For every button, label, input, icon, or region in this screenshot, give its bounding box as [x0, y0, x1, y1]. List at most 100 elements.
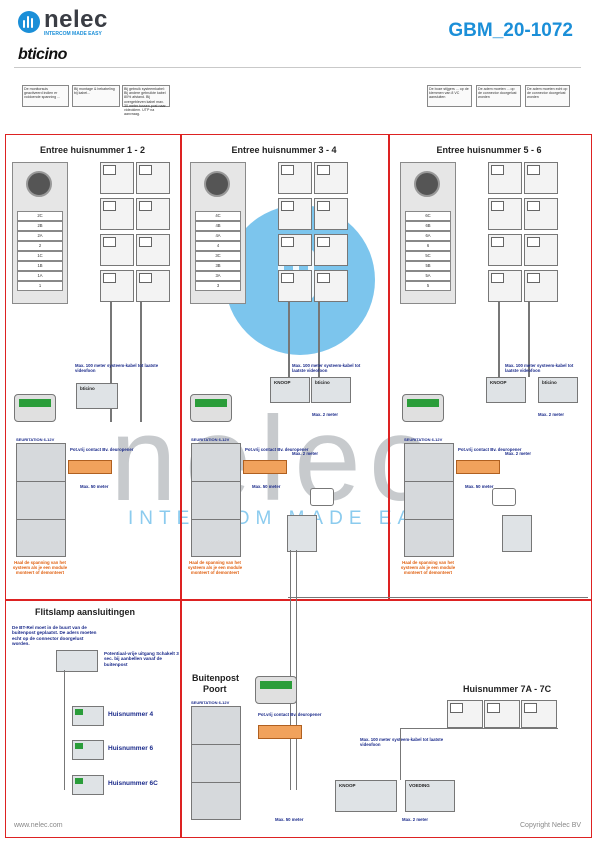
bus-wire: [400, 728, 401, 780]
call-button[interactable]: 1A: [17, 271, 63, 281]
relay-label: Pot.vrij contact Bv. deuropener: [245, 447, 309, 452]
header-divider: [14, 67, 581, 68]
entrance-panel-3: 6C 6B 6A 6 5C 5B 5A 5: [400, 162, 456, 304]
videophone: [136, 270, 170, 302]
call-button[interactable]: 1C: [17, 251, 63, 261]
call-button[interactable]: 6A: [405, 231, 451, 241]
entrance-panel-1: 2C 2B 2A 2 1C 1B 1A 1: [12, 162, 68, 304]
monitor-grid-2: [278, 162, 350, 302]
call-button[interactable]: 3C: [195, 251, 241, 261]
relay-block: [243, 460, 287, 474]
call-button[interactable]: 1B: [17, 261, 63, 271]
module-box: bticino: [76, 383, 118, 409]
voeding-module: VOEDING: [405, 780, 455, 812]
monitor-grid-1: [100, 162, 172, 302]
videophone: [314, 234, 348, 266]
call-button[interactable]: 2C: [17, 211, 63, 221]
call-button[interactable]: 6C: [405, 211, 451, 221]
note-3: Bij gebruik systeemkabel: Bij andere geb…: [122, 85, 170, 116]
videophone: [278, 162, 312, 194]
videophone: [521, 700, 557, 728]
power-supply: [404, 443, 454, 557]
cable-note: Max. 100 meter systeem-kabel tot laatste…: [505, 363, 574, 373]
section-title-buitenpost: Buitenpost: [192, 673, 239, 683]
speaker-icon: [414, 171, 440, 197]
knoop-module: KNOOP: [486, 377, 526, 403]
panel-entree-2: [180, 134, 390, 601]
videophone: [488, 234, 522, 266]
distance-label: Max. 2 meter: [402, 817, 429, 822]
call-button[interactable]: 2: [17, 241, 63, 251]
nelec-logo-icon: [18, 11, 40, 33]
speaker-icon: [204, 171, 230, 197]
panel-entree-1: [5, 134, 182, 601]
footer-copyright: Copyright Nelec BV: [520, 822, 582, 829]
flash-module: [287, 515, 317, 552]
note-5: De adem moeten ... op de connector doorg…: [476, 85, 521, 107]
call-button[interactable]: 4C: [195, 211, 241, 221]
note-1: De monitorsuis geactiveerd indien er vol…: [22, 85, 69, 107]
videophone: [524, 162, 558, 194]
panel-flitslamp: [5, 599, 182, 838]
relay-label: Pot.vrij contact Bv. deuropener: [70, 447, 134, 452]
bus-wire: [110, 302, 112, 422]
monitor-grid-3: [488, 162, 560, 302]
call-button[interactable]: 4: [195, 241, 241, 251]
call-button[interactable]: 2B: [17, 221, 63, 231]
button-column: 6C 6B 6A 6 5C 5B 5A 5: [405, 211, 451, 291]
videophone: [314, 162, 348, 194]
bus-wire: [64, 670, 65, 790]
section-title-entree-2: Entree huisnummer 3 - 4: [231, 145, 337, 155]
distance-label: Max. 2 meter: [538, 412, 565, 417]
videophone: [524, 270, 558, 302]
knoop-module: KNOOP: [270, 377, 310, 403]
distance-label: Max. 50 meter: [275, 817, 304, 822]
call-button[interactable]: 6: [405, 241, 451, 251]
flits-note: De BT-Rel moet in de buurt van de buiten…: [12, 625, 97, 647]
brand-name: nelec: [44, 6, 108, 33]
flash-module: [502, 515, 532, 552]
videophone: [100, 270, 134, 302]
note-6: De adem moeten echt op de connector door…: [525, 85, 570, 107]
bus-wire: [290, 550, 291, 790]
psu-label: SEURITATION 6-12V: [191, 700, 230, 705]
watermark-text: nelec: [110, 392, 437, 526]
terminal-icon: [14, 394, 56, 422]
psu-label: SEURITATION 6-12V: [404, 437, 443, 442]
note-4: De boze stijgers ... op de klemmen van 8…: [427, 85, 472, 107]
watermark-bar-icon: [293, 240, 299, 295]
footer-url[interactable]: www.nelec.com: [14, 822, 63, 829]
call-button[interactable]: 1: [17, 281, 63, 291]
call-button[interactable]: 6B: [405, 221, 451, 231]
call-button[interactable]: 5B: [405, 261, 451, 271]
videophone: [100, 234, 134, 266]
relay-label: Pot.vrij contact Bv. deuropener: [258, 712, 322, 717]
distance-label: Max. 2 meter: [292, 451, 319, 456]
module-box: bticino: [311, 377, 351, 403]
relay-block: [68, 460, 112, 474]
call-button[interactable]: 4A: [195, 231, 241, 241]
knoop-module: KNOOP: [335, 780, 397, 812]
connector-icon: [492, 488, 516, 506]
call-button[interactable]: 3: [195, 281, 241, 291]
cable-note: Max. 100 meter systeem-kabel tot laatste…: [292, 363, 361, 373]
bus-wire: [528, 302, 530, 377]
call-button[interactable]: 5C: [405, 251, 451, 261]
distance-label: Max. 2 meter: [505, 451, 532, 456]
power-supply: [191, 706, 241, 820]
call-button[interactable]: 5A: [405, 271, 451, 281]
relay-block: [258, 725, 302, 739]
videophone: [314, 198, 348, 230]
call-button[interactable]: 2A: [17, 231, 63, 241]
videophone: [524, 198, 558, 230]
bus-wire: [296, 550, 297, 790]
button-column: 4C 4B 4A 4 3C 3B 3A 3: [195, 211, 241, 291]
call-button[interactable]: 5: [405, 281, 451, 291]
relay-label: Pot.vrij contact Bv. deuropener: [458, 447, 522, 452]
call-button[interactable]: 3B: [195, 261, 241, 271]
call-button[interactable]: 3A: [195, 271, 241, 281]
terminal-icon: [402, 394, 444, 422]
call-button[interactable]: 4B: [195, 221, 241, 231]
distance-label: Max. 50 meter: [80, 484, 109, 489]
videophone: [447, 700, 483, 728]
